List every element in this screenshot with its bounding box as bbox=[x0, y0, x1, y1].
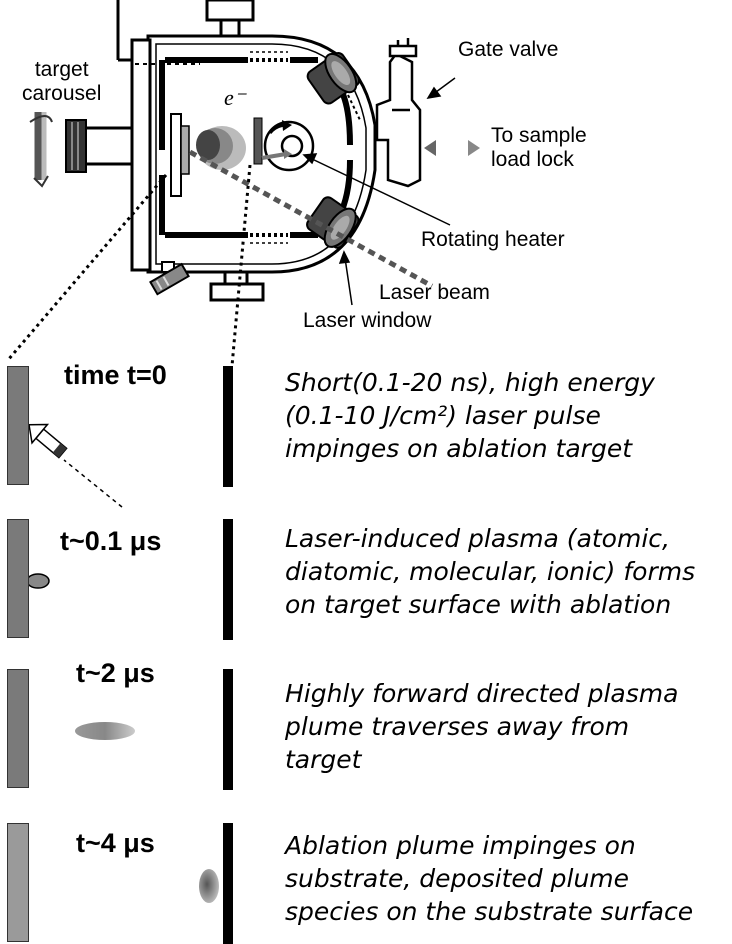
label-laser-beam: Laser beam bbox=[379, 281, 490, 304]
target-bar-stage-0 bbox=[7, 366, 29, 485]
substrate-bar-stage-1 bbox=[223, 519, 233, 640]
heater-pointer bbox=[309, 157, 451, 226]
label-to-sample-load-lock: To sample load lock bbox=[491, 124, 587, 171]
incident-laser-pulse-icon bbox=[28, 423, 123, 508]
stage-time-1: t~0.1 μs bbox=[60, 526, 162, 556]
substrate-bar-stage-3 bbox=[223, 823, 233, 944]
stage-time-2: t~2 μs bbox=[76, 658, 155, 688]
stage-description-0: Short(0.1-20 ns), high energy (0.1-10 J/… bbox=[285, 368, 655, 463]
label-target-carousel: target carousel bbox=[22, 58, 102, 105]
left-flange-plate bbox=[130, 38, 152, 272]
bottom-flange bbox=[209, 270, 265, 302]
rotating-heater-icon bbox=[261, 120, 315, 172]
carousel-shaft bbox=[65, 119, 134, 173]
plume-stage-3 bbox=[199, 869, 219, 903]
plume-in-chamber bbox=[196, 126, 246, 170]
substrate-bar-stage-2 bbox=[223, 669, 233, 790]
ablation-target bbox=[180, 125, 190, 175]
target-holder bbox=[170, 113, 182, 197]
bottom-left-port bbox=[149, 261, 190, 296]
label-laser-window: Laser window bbox=[303, 309, 432, 332]
stage-time-0: time t=0 bbox=[64, 360, 167, 390]
zoom-lines bbox=[6, 164, 252, 367]
load-lock-arrow-icon bbox=[424, 140, 480, 156]
top-flange bbox=[205, 0, 255, 38]
gate-valve bbox=[375, 38, 422, 188]
label-electron: e⁻ bbox=[224, 85, 246, 110]
rotation-arrow-icon bbox=[29, 112, 53, 188]
label-gate-valve: Gate valve bbox=[458, 38, 559, 61]
substrate-bar-stage-0 bbox=[223, 366, 233, 487]
chamber-inner-wall bbox=[155, 43, 367, 265]
label-rotating-heater: Rotating heater bbox=[421, 228, 565, 251]
target-bar-stage-1 bbox=[7, 519, 29, 638]
laser-beam bbox=[188, 149, 434, 289]
stage-description-1: Laser-induced plasma (atomic, diatomic, … bbox=[285, 524, 696, 619]
plasma-stage-1 bbox=[26, 573, 50, 589]
plume-stage-2 bbox=[75, 722, 135, 740]
window-pointer bbox=[344, 257, 353, 306]
laser-window-lower bbox=[306, 196, 360, 249]
target-bar-stage-2 bbox=[7, 669, 29, 788]
substrate-in-chamber bbox=[253, 117, 263, 165]
stage-description-3: Ablation plume impinges on substrate, de… bbox=[285, 831, 694, 926]
target-bar-stage-3 bbox=[7, 823, 29, 942]
laser-window-upper bbox=[306, 51, 361, 105]
stage-time-3: t~4 μs bbox=[76, 828, 155, 858]
stage-description-2: Highly forward directed plasma plume tra… bbox=[285, 679, 679, 774]
